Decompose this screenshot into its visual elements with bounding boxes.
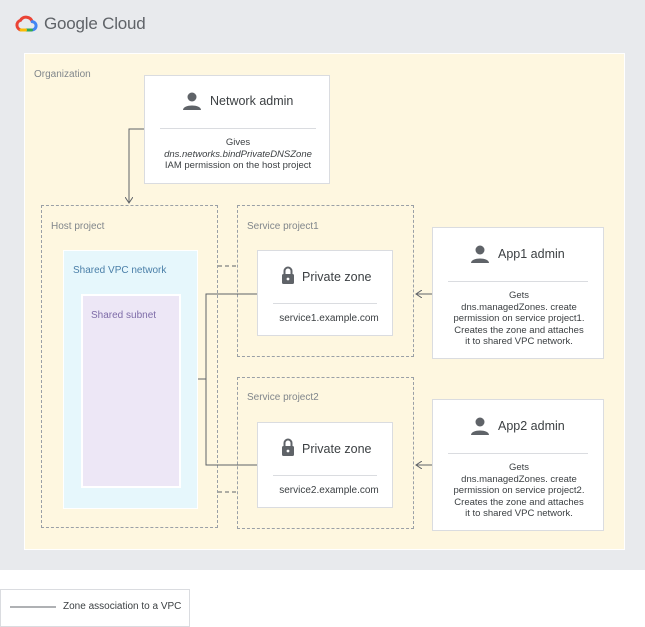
private-zone2-card xyxy=(257,422,393,508)
app2-admin-desc: Gets dns.managedZones. create permission… xyxy=(434,462,604,520)
network-admin-desc: Gives dns.networks.bindPrivateDNSZone IA… xyxy=(146,137,330,172)
card-divider xyxy=(448,281,588,282)
private-zone1-domain: service1.example.com xyxy=(279,313,379,324)
legend-line-icon xyxy=(10,606,56,608)
desc-line: permission on service project2. xyxy=(453,485,585,496)
app2-admin-title: App2 admin xyxy=(498,419,565,433)
network-admin-arrow xyxy=(129,128,144,203)
lock-icon xyxy=(282,438,294,456)
service-project1-box xyxy=(237,205,414,357)
brand-name: Google Cloud xyxy=(44,14,146,33)
host-project-box xyxy=(41,205,218,528)
card-divider xyxy=(160,128,316,129)
desc-line: dns.managedZones. create xyxy=(461,301,577,313)
network-admin-title: Network admin xyxy=(210,94,294,108)
app1-admin-desc: Gets dns.managedZones. create permission… xyxy=(434,290,604,348)
app1-admin-title: App1 admin xyxy=(498,247,565,261)
desc-line: it to shared VPC network. xyxy=(465,336,573,347)
private-zone2-title: Private zone xyxy=(302,442,372,456)
person-icon xyxy=(183,92,201,110)
legend-label: Zone association to a VPC xyxy=(63,601,182,612)
person-icon xyxy=(471,417,489,435)
private-zone1-title: Private zone xyxy=(302,270,372,284)
service-project2-label: Service project2 xyxy=(247,392,319,403)
card-divider xyxy=(273,303,377,304)
desc-line: IAM permission on the host project xyxy=(164,160,312,171)
desc-line: Creates the zone and attaches xyxy=(454,496,584,508)
card-divider xyxy=(273,475,377,476)
organization-label: Organization xyxy=(34,69,91,80)
shared-vpc-label: Shared VPC network xyxy=(73,265,167,276)
desc-line: Gets xyxy=(508,462,530,473)
desc-line: Gets xyxy=(508,290,530,301)
shared-subnet-label: Shared subnet xyxy=(91,310,157,321)
shared-subnet xyxy=(81,294,181,488)
host-project-label: Host project xyxy=(51,221,105,232)
desc-line: it to shared VPC network. xyxy=(465,508,573,519)
google-cloud-logo: Google Cloud xyxy=(14,14,146,34)
cloud-logo-icon xyxy=(15,15,38,32)
app1-admin-card xyxy=(432,227,604,359)
card-divider xyxy=(448,453,588,454)
service-project2-box xyxy=(237,377,414,529)
network-admin-card xyxy=(144,75,330,184)
lock-icon xyxy=(282,266,294,284)
desc-line: Gives xyxy=(225,137,251,148)
desc-line: permission on service project1. xyxy=(453,313,585,324)
service-project1-label: Service project1 xyxy=(247,221,319,232)
person-icon xyxy=(471,245,489,263)
private-zone1-card xyxy=(257,250,393,336)
zone1-association-line xyxy=(205,293,257,466)
desc-line: dns.managedZones. create xyxy=(461,473,577,485)
app2-admin-card xyxy=(432,399,604,531)
desc-line: Creates the zone and attaches xyxy=(454,324,584,336)
permission-name: dns.networks.bindPrivateDNSZone xyxy=(164,148,312,160)
private-zone2-domain: service2.example.com xyxy=(279,485,379,496)
